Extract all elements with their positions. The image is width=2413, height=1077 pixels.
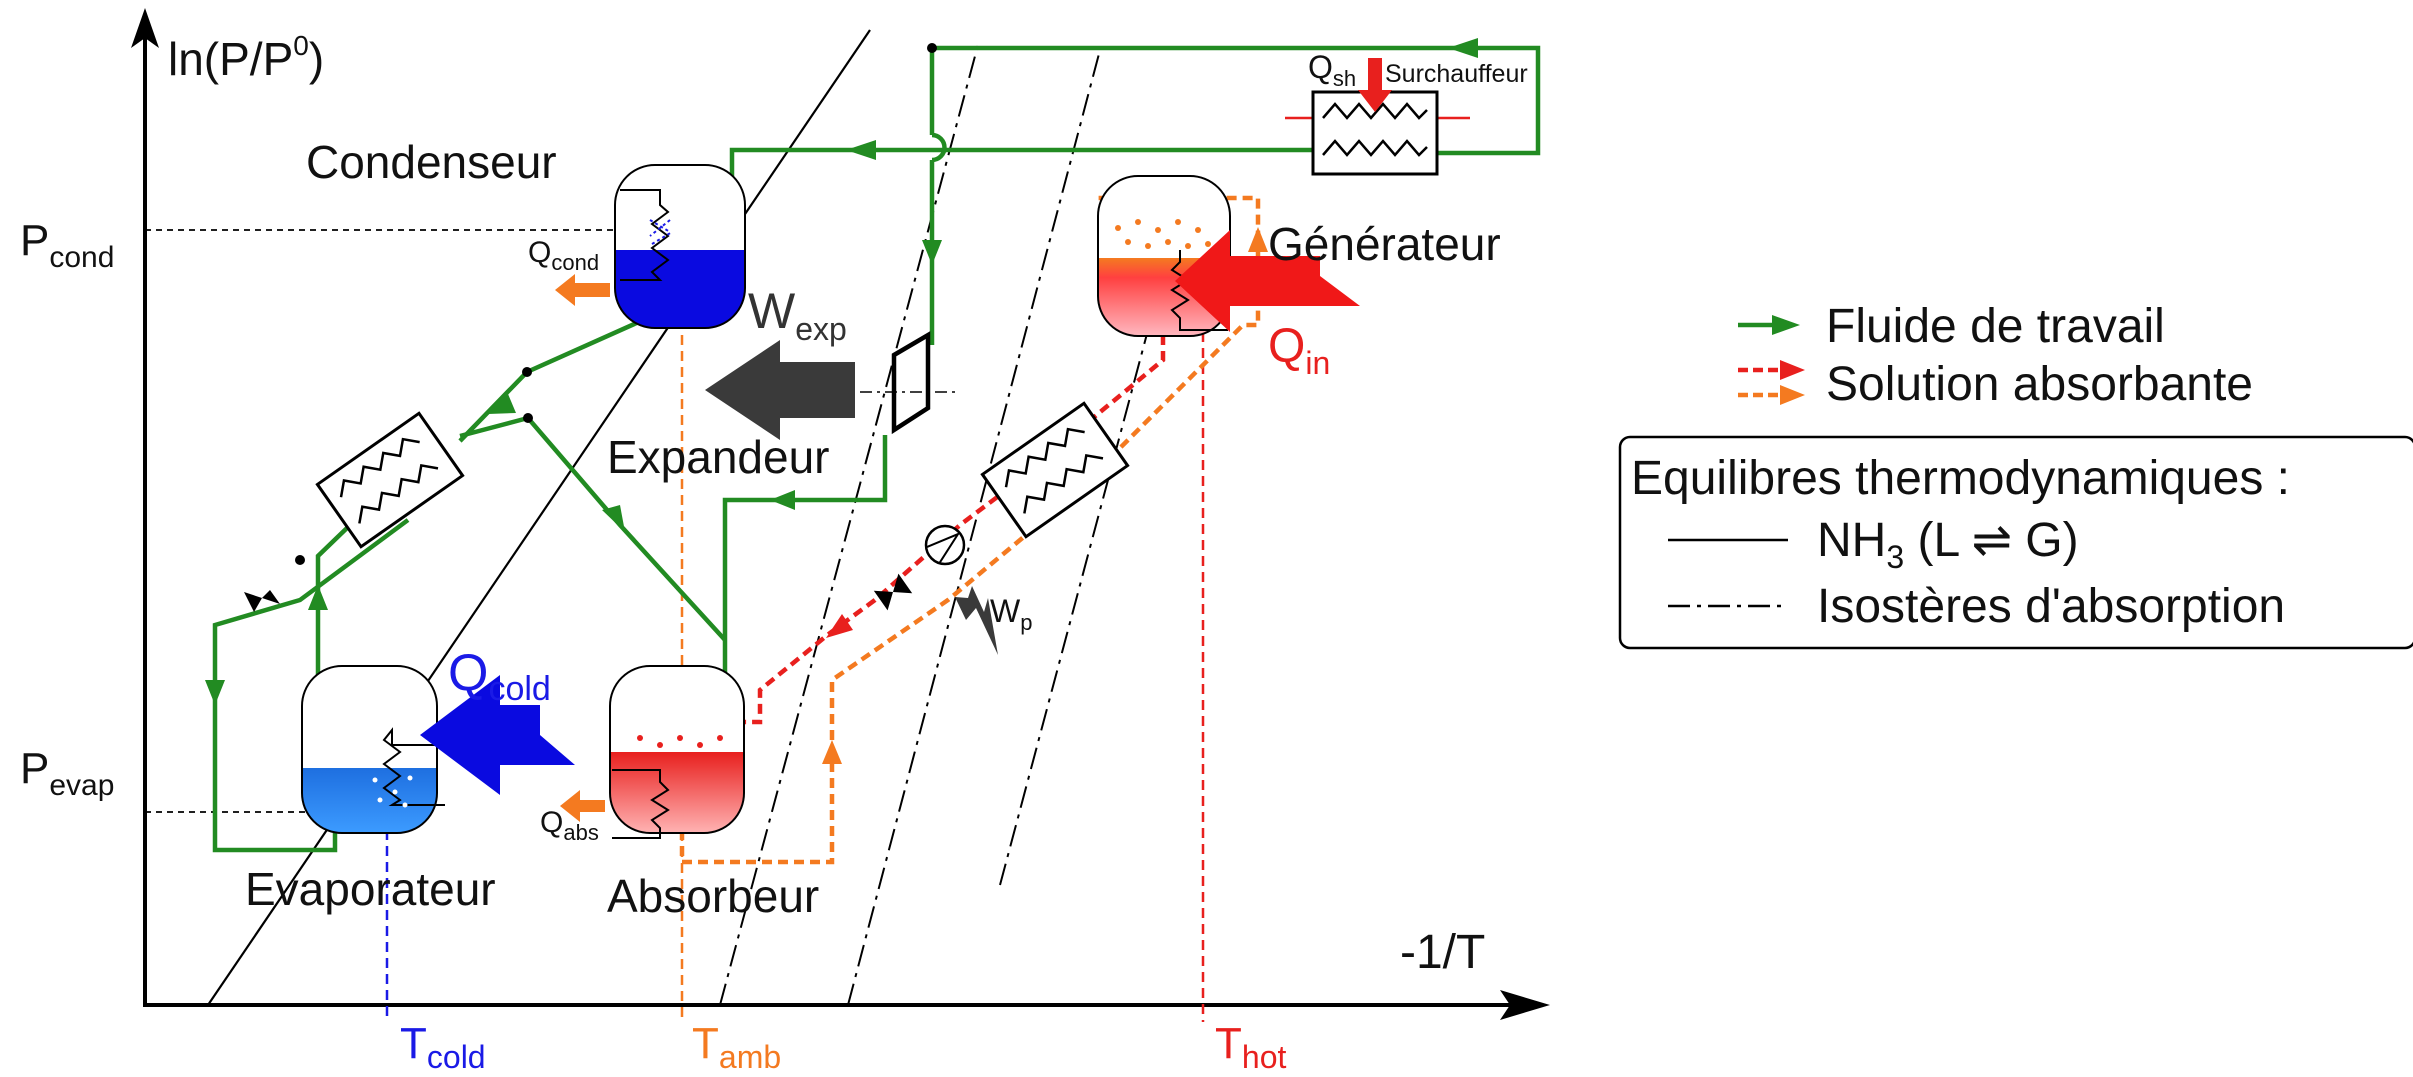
poor-solution-line <box>632 335 1166 725</box>
flow-arrow-top <box>1448 38 1478 58</box>
line-hop <box>931 132 947 163</box>
p-cond-label: Pcond <box>20 216 114 274</box>
q-abs-arrow <box>560 790 605 822</box>
t-amb-label: Tamb <box>692 1019 781 1075</box>
flow-arrow-cond-line <box>846 140 876 160</box>
evaporateur-label: Evaporateur <box>245 863 496 915</box>
equilibria-title: Equilibres thermodynamiques : <box>1631 452 2290 505</box>
legend-fluid-label: Fluide de travail <box>1826 300 2165 353</box>
expander-turbine <box>891 331 931 435</box>
legend-isostere-label: Isostères d'absorption <box>1817 580 2285 633</box>
evaporator-vessel <box>301 665 438 834</box>
q-cold-arrow <box>420 675 575 795</box>
flow-arrow-evap-up <box>308 585 328 610</box>
flow-arrow-down <box>922 240 942 265</box>
expansion-valve <box>244 582 280 616</box>
absorption-drops <box>637 735 723 748</box>
q-cond-label: Qcond <box>528 236 599 275</box>
orange-arrow-up <box>822 740 842 764</box>
superheater: Qsh Surchauffeur <box>1285 49 1528 176</box>
solution-circuit <box>632 195 1261 865</box>
q-cond-arrow <box>555 274 610 306</box>
w-exp-label: Wexp <box>748 283 847 347</box>
gen-to-superheater <box>932 45 1541 156</box>
absorber-coil <box>612 769 670 839</box>
condenser-vessel <box>614 164 746 329</box>
w-exp-arrow <box>705 340 855 440</box>
p-evap-label: Pevap <box>20 744 114 802</box>
solution-heat-exchanger <box>980 401 1130 539</box>
x-axis-label: -1/T <box>1400 926 1485 979</box>
orange-arrow-gen <box>1248 227 1268 252</box>
expander-outlet <box>722 435 888 712</box>
surchauffeur-label: Surchauffeur <box>1385 60 1528 88</box>
desorption-drops <box>1115 219 1211 249</box>
pump: Wp <box>924 524 1032 655</box>
hx-to-absorber <box>459 415 727 642</box>
legend-nh3-label: NH3 (L ⇌ G) <box>1817 514 2079 575</box>
absorber: Qabs Absorbeur <box>540 665 819 922</box>
flow-arrow-exp-out <box>770 490 795 510</box>
equilibria-box <box>1618 435 2413 650</box>
condensate-drops <box>649 219 673 245</box>
isostere-3 <box>999 239 1173 886</box>
y-axis-arrowhead <box>131 8 159 48</box>
evap-to-hx <box>315 526 349 712</box>
legend: Fluide de travail Solution absorbante Eq… <box>1618 300 2413 650</box>
x-axis-arrowhead <box>1500 990 1550 1020</box>
pump-triangle <box>926 531 961 563</box>
expandeur-label: Expandeur <box>607 431 830 483</box>
solution-arrows <box>822 227 1268 764</box>
y-axis-label: ln(P/P0) <box>168 30 324 85</box>
rich-solution-line <box>679 195 1261 865</box>
q-sh-arrow <box>1358 58 1392 112</box>
q-abs-label: Qabs <box>540 806 599 845</box>
fluid-heat-exchanger <box>315 411 465 549</box>
isostere-2 <box>847 49 1101 1006</box>
q-cold-label: Qcold <box>448 644 551 708</box>
t-hot-label: Thot <box>1215 1019 1286 1075</box>
condenser-coil <box>620 189 670 281</box>
t-cold-label: Tcold <box>400 1019 486 1075</box>
expander: Wexp Expandeur <box>607 283 960 483</box>
w-p-label: Wp <box>990 593 1032 635</box>
generator: Qin Générateur <box>1097 175 1501 381</box>
solution-valve <box>873 573 913 611</box>
flow-arrow-cond-hx <box>488 394 516 414</box>
evaporator: Qcold Evaporateur <box>245 644 575 915</box>
working-fluid-arrows <box>205 38 1478 705</box>
flow-arrow-evap-down <box>205 680 225 705</box>
legend-solution-label: Solution absorbante <box>1826 358 2253 411</box>
axes: ln(P/P0) -1/T Pcond Pevap Tcold Tamb Tho… <box>20 8 1550 1075</box>
absorber-vessel <box>609 665 745 834</box>
legend-fluid-arrow <box>1772 315 1800 335</box>
q-sh-label: Qsh <box>1308 49 1356 91</box>
q-in-arrow <box>1175 230 1360 332</box>
q-in-label: Qin <box>1268 320 1330 381</box>
flow-arrow-to-abs <box>602 505 625 532</box>
evaporator-coil <box>382 727 445 806</box>
generateur-label: Générateur <box>1268 218 1501 270</box>
pump-work-arrow <box>955 586 998 655</box>
condenser: Qcond Condenseur <box>306 136 746 329</box>
condenseur-label: Condenseur <box>306 136 557 188</box>
isostere-1 <box>719 44 979 1006</box>
generator-coil <box>1170 250 1228 331</box>
nh3-saturation-line <box>207 29 871 1006</box>
equilibrium-lines <box>207 29 1173 1006</box>
absorbeur-label: Absorbeur <box>607 870 819 922</box>
evaporation-bubbles <box>372 775 413 808</box>
red-arrow <box>826 614 853 638</box>
